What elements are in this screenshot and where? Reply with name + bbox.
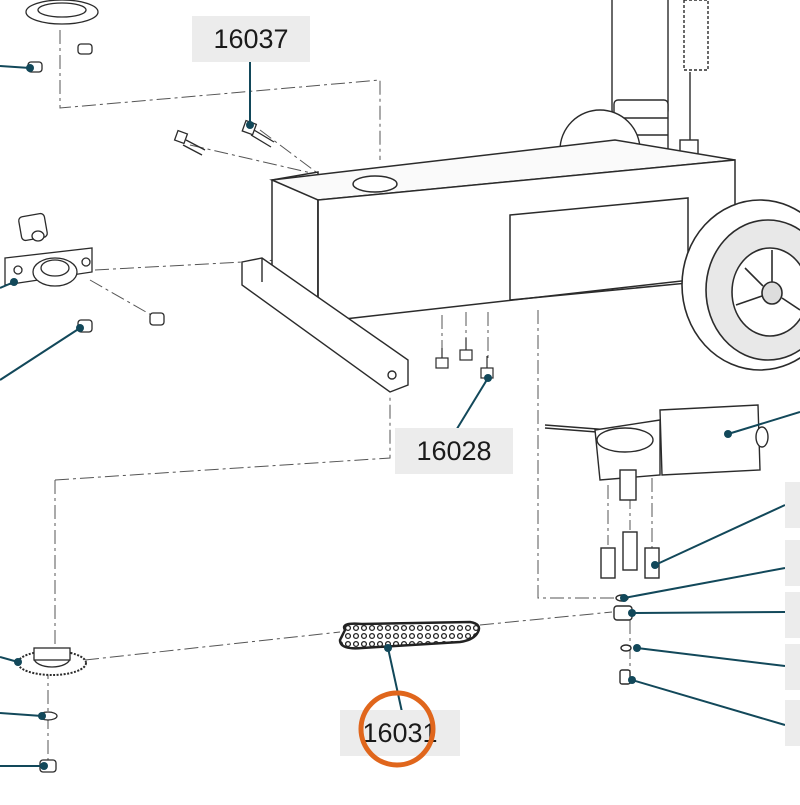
leader-dots <box>10 64 732 770</box>
part-label-16028: 16028 <box>395 428 513 474</box>
top-left-fragment <box>25 0 99 73</box>
chassis-body <box>269 139 736 327</box>
edge-label-box <box>785 644 800 690</box>
edge-label-box <box>785 700 800 746</box>
edge-label-box <box>785 482 800 528</box>
gear-motor <box>544 404 769 685</box>
edge-label-box <box>785 592 800 638</box>
bolt-parts <box>173 119 275 156</box>
bearing-assembly <box>4 212 165 333</box>
part-label-16037: 16037 <box>192 16 310 62</box>
drive-chain <box>338 620 481 650</box>
small-bolts <box>435 338 494 379</box>
sprocket-assembly <box>17 647 87 773</box>
edge-label-box <box>785 540 800 586</box>
leader-lines <box>0 60 800 767</box>
part-label-16031: 16031 <box>340 710 460 756</box>
front-wheel <box>681 199 800 371</box>
base-rail <box>241 257 409 393</box>
